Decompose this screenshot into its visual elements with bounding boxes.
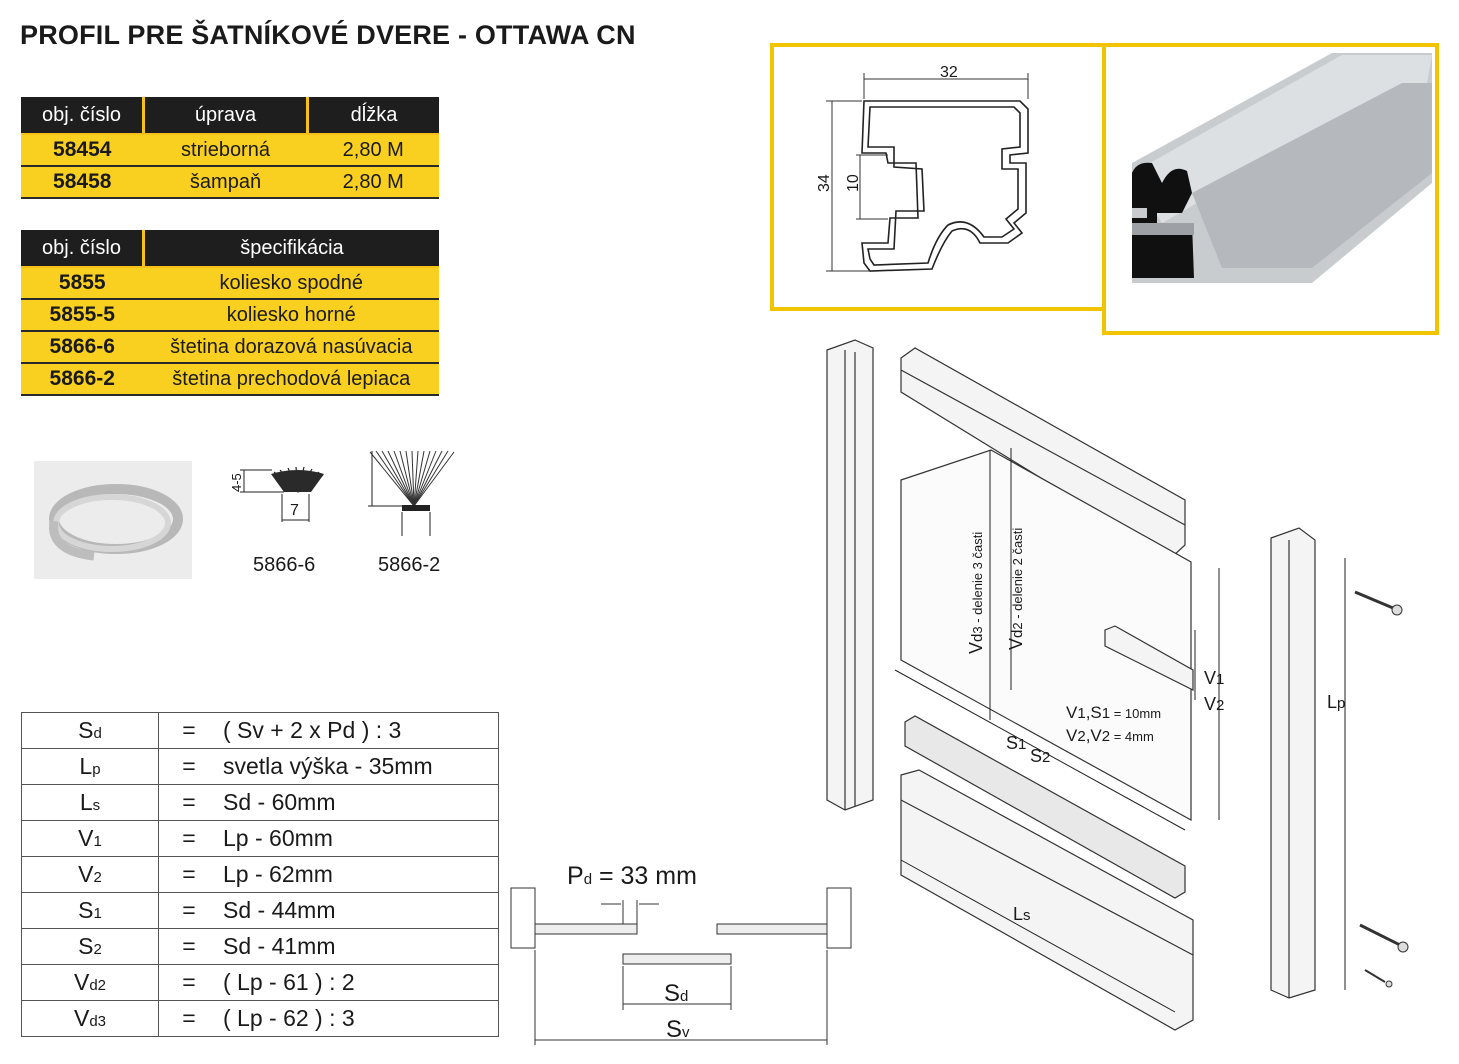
- plan-view-diagram: [510, 887, 852, 1045]
- accessory-code: 5866-6: [21, 331, 144, 364]
- product-length: 2,80 M: [307, 134, 439, 167]
- table-row: S1 = Sd - 44mm: [21, 892, 499, 929]
- table-row: S2 = Sd - 41mm: [21, 928, 499, 965]
- header-length: dĺžka: [306, 97, 439, 135]
- accessory-spec: koliesko horné: [143, 299, 439, 332]
- table-row: Vd2 = ( Lp - 61 ) : 2: [21, 964, 499, 1001]
- header-finish: úprava: [142, 97, 308, 135]
- page-title: PROFIL PRE ŠATNÍKOVÉ DVERE - OTTAWA CN: [20, 20, 636, 50]
- table-row: Vd3 = ( Lp - 62 ) : 3: [21, 1000, 499, 1037]
- formula-equals: =: [158, 892, 219, 929]
- formula-expression: svetla výška - 35mm: [219, 748, 499, 785]
- table-row: Ls = Sd - 60mm: [21, 784, 499, 821]
- table-row: 5866-2 štetina prechodová lepiaca: [21, 363, 439, 396]
- brush-a-label: 5866-6: [253, 554, 316, 576]
- table-row: 5855 koliesko spodné: [21, 267, 439, 300]
- pd-label: Pd = 33 mm: [567, 862, 697, 890]
- sd-label: Sd: [664, 980, 689, 1007]
- table-row: Lp = svetla výška - 35mm: [21, 748, 499, 785]
- vd3-label: Vd3 - delenie 3 časti: [966, 531, 986, 654]
- formula-equals: =: [158, 748, 219, 785]
- lp-label: Lp: [1327, 692, 1346, 712]
- formula-symbol: Vd3: [21, 1000, 159, 1037]
- header-code: obj. číslo: [21, 97, 144, 135]
- formula-equals: =: [158, 856, 219, 893]
- table-row: 58454 strieborná 2,80 M: [21, 134, 439, 167]
- table-header: obj. číslo úprava dĺžka: [21, 97, 439, 135]
- formula-expression: ( Lp - 61 ) : 2: [219, 964, 499, 1001]
- profile-3d-render: [1102, 43, 1439, 335]
- formula-expression: Sd - 60mm: [219, 784, 499, 821]
- formula-equals: =: [158, 784, 219, 821]
- header-spec: špecifikácia: [142, 230, 439, 268]
- table-row: Sd = ( Sv + 2 x Pd ) : 3: [21, 712, 499, 749]
- ls-label: Ls: [1013, 904, 1031, 924]
- brush-5866-2-icon: [368, 450, 455, 536]
- formula-table: Sd = ( Sv + 2 x Pd ) : 3 Lp = svetla výš…: [21, 712, 499, 1037]
- profile-width-label: 32: [940, 64, 958, 81]
- formula-equals: =: [158, 820, 219, 857]
- profile-cross-section: [770, 43, 1106, 311]
- formula-symbol: S1: [21, 892, 159, 929]
- table-row: V1 = Lp - 60mm: [21, 820, 499, 857]
- assembly-diagram: [826, 339, 1409, 1031]
- table-row: V2 = Lp - 62mm: [21, 856, 499, 893]
- product-finish: strieborná: [143, 134, 308, 167]
- product-table: obj. číslo úprava dĺžka 58454 strieborná…: [21, 97, 439, 199]
- formula-symbol: Ls: [21, 784, 159, 821]
- formula-symbol: V1: [21, 820, 159, 857]
- formula-expression: Sd - 41mm: [219, 928, 499, 965]
- product-length: 2,80 M: [307, 166, 439, 199]
- profile-height-label: 34: [816, 174, 833, 192]
- formula-equals: =: [158, 964, 219, 1001]
- vd2-label: Vd2 - delenie 2 časti: [1006, 527, 1026, 650]
- formula-symbol: Vd2: [21, 964, 159, 1001]
- accessory-spec: štetina prechodová lepiaca: [143, 363, 439, 396]
- tolerance-note-1: V1,S1 = 10mm: [1066, 703, 1162, 722]
- product-code: 58454: [21, 134, 144, 167]
- table-row: 5855-5 koliesko horné: [21, 299, 439, 332]
- table-row: 58458 šampaň 2,80 M: [21, 166, 439, 199]
- v2-label: V2: [1204, 694, 1225, 714]
- accessory-code: 5855: [21, 267, 144, 300]
- formula-equals: =: [158, 712, 219, 749]
- brush-width-label: 7: [290, 502, 299, 519]
- brush-b-label: 5866-2: [378, 554, 441, 576]
- formula-expression: ( Sv + 2 x Pd ) : 3: [219, 712, 499, 749]
- accessory-spec: koliesko spodné: [143, 267, 439, 300]
- formula-equals: =: [158, 1000, 219, 1037]
- formula-expression: Sd - 44mm: [219, 892, 499, 929]
- formula-equals: =: [158, 928, 219, 965]
- seal-photo: [34, 461, 192, 579]
- accessory-spec: štetina dorazová nasúvacia: [143, 331, 439, 364]
- formula-symbol: Sd: [21, 712, 159, 749]
- s1-label: S1: [1006, 733, 1027, 753]
- v1-label: V1: [1204, 668, 1225, 688]
- profile-slot-label: 10: [845, 174, 862, 192]
- accessories-table: obj. číslo špecifikácia 5855 koliesko sp…: [21, 230, 439, 396]
- tolerance-note-2: V2,V2 = 4mm: [1066, 726, 1154, 745]
- formula-expression: Lp - 62mm: [219, 856, 499, 893]
- formula-symbol: Lp: [21, 748, 159, 785]
- product-finish: šampaň: [143, 166, 308, 199]
- brush-5866-6-icon: [240, 466, 324, 522]
- formula-expression: Lp - 60mm: [219, 820, 499, 857]
- table-row: 5866-6 štetina dorazová nasúvacia: [21, 331, 439, 364]
- formula-symbol: V2: [21, 856, 159, 893]
- accessory-code: 5866-2: [21, 363, 144, 396]
- accessory-code: 5855-5: [21, 299, 144, 332]
- table-header: obj. číslo špecifikácia: [21, 230, 439, 268]
- brush-height-label: 4-5: [229, 473, 244, 492]
- s2-label: S2: [1030, 746, 1051, 766]
- product-code: 58458: [21, 166, 144, 199]
- formula-symbol: S2: [21, 928, 159, 965]
- formula-expression: ( Lp - 62 ) : 3: [219, 1000, 499, 1037]
- sv-label: Sv: [666, 1016, 690, 1043]
- header-code: obj. číslo: [21, 230, 144, 268]
